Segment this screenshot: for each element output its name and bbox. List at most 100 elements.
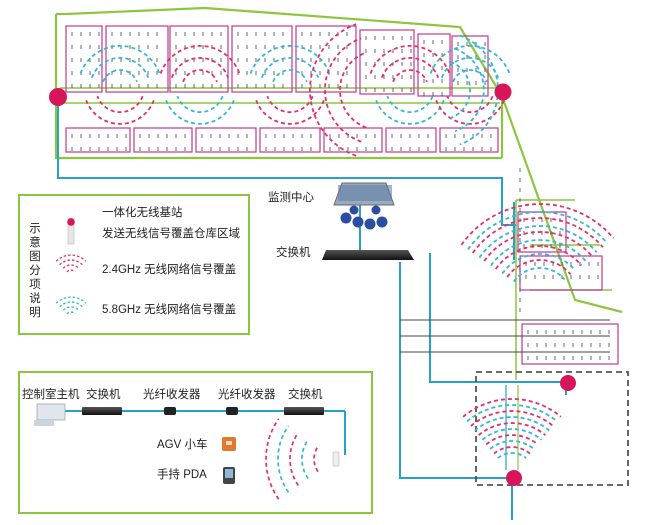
- data-lines: [400, 319, 610, 353]
- base-stations: [49, 83, 576, 486]
- warehouse-outline: [54, 6, 623, 314]
- bottom-signal-arc: [265, 418, 280, 500]
- signal-arc: [176, 95, 224, 113]
- rack-block: [519, 255, 603, 291]
- bottom-signal-arc: [289, 432, 299, 486]
- signal-arc: [386, 95, 434, 113]
- signal-arc: [466, 404, 558, 423]
- signal-arc: [454, 47, 485, 133]
- fiber-1-label: 光纤收发器: [143, 389, 201, 401]
- legend-arc: [55, 254, 87, 262]
- signal-arc: [90, 57, 150, 79]
- control-host-label: 控制室主机: [22, 389, 80, 401]
- signal-arc: [497, 452, 527, 459]
- fiber-transceiver-icon: [226, 407, 238, 415]
- signal-arc: [478, 225, 598, 259]
- signal-arc: [495, 245, 583, 270]
- base-station-icon: [560, 375, 576, 391]
- agv-icon: [222, 437, 236, 451]
- bottom-signal-coverage: [265, 418, 319, 500]
- main-switch-label: 交换机: [276, 247, 311, 259]
- rack-block: [105, 25, 169, 93]
- server-rack-icon: [333, 182, 395, 230]
- switch-1-label: 交换机: [86, 389, 121, 401]
- access-point-icon: [332, 451, 340, 467]
- signal-arc: [478, 422, 546, 436]
- base-station-icon: [494, 83, 512, 101]
- legend-box: [18, 194, 250, 335]
- rack-block: [439, 127, 499, 153]
- base-station-icon: [506, 470, 522, 486]
- signal-arc: [369, 44, 451, 74]
- signal-arc: [79, 44, 161, 74]
- pda-label: 手持 PDA: [157, 469, 207, 481]
- signal-arc: [392, 69, 428, 83]
- legend-2-4ghz-label: 2.4GHz 无线网络信号覆盖: [102, 264, 237, 276]
- signal-arc: [452, 69, 488, 83]
- signal-coverage: [79, 23, 615, 459]
- monitor-center-label: 监测中心: [268, 192, 314, 204]
- legend-side-title: 示意图分项说明: [29, 223, 41, 319]
- signal-arc: [380, 57, 440, 79]
- signal-arc: [272, 69, 308, 83]
- signal-arc: [493, 446, 531, 455]
- signal-arc: [481, 428, 543, 441]
- legend-2-4ghz-icon: [55, 254, 87, 273]
- signal-arc: [339, 51, 367, 129]
- rack-blocks: [65, 25, 619, 365]
- legend-arc: [62, 264, 80, 269]
- bottom-chain-box: [18, 371, 373, 514]
- agv-label: AGV 小车: [157, 439, 208, 451]
- signal-arc: [102, 69, 138, 83]
- network-switch-icon: [322, 250, 414, 260]
- rack-block: [385, 127, 437, 153]
- signal-arc: [170, 57, 230, 79]
- legend-arc: [62, 306, 80, 311]
- network-switch-icon: [82, 407, 122, 415]
- signal-arc: [470, 410, 554, 427]
- signal-arc: [490, 239, 587, 267]
- bottom-signal-arc: [277, 425, 290, 493]
- rack-block: [259, 127, 321, 153]
- signal-arc: [472, 217, 604, 254]
- pda-icon: [223, 467, 235, 484]
- signal-arc: [467, 211, 609, 251]
- signal-arc: [96, 95, 144, 113]
- rack-block: [195, 127, 257, 153]
- legend-base-station-title: 一体化无线基站: [102, 207, 183, 219]
- rack-block: [65, 127, 131, 153]
- signal-arc: [266, 95, 314, 113]
- signal-arc: [489, 440, 535, 450]
- signal-arc: [159, 44, 241, 74]
- fiber-2-label: 光纤收发器: [218, 389, 276, 401]
- signal-arc: [501, 253, 576, 275]
- rack-block: [323, 127, 383, 153]
- signal-arc: [485, 434, 539, 446]
- signal-arc: [309, 23, 357, 157]
- signal-arc: [449, 60, 471, 120]
- signal-arc: [435, 99, 505, 125]
- legend-arc: [55, 296, 87, 304]
- outdoor-area-lines: [505, 385, 519, 470]
- legend-5-8ghz-icon: [55, 296, 87, 315]
- signal-arc: [182, 69, 218, 83]
- signal-arc: [513, 267, 566, 283]
- legend-arc: [66, 311, 76, 315]
- switch-2-label: 交换机: [288, 389, 323, 401]
- rack-block: [231, 25, 293, 93]
- signal-arc: [429, 44, 511, 74]
- signal-arc: [375, 99, 445, 125]
- rack-block: [521, 323, 619, 365]
- legend-arc: [59, 301, 83, 308]
- signal-arc: [85, 99, 155, 125]
- signal-arc: [474, 416, 550, 432]
- legend-arc: [59, 259, 83, 266]
- legend-arc: [66, 269, 76, 273]
- legend-base-station-icon: [67, 217, 75, 245]
- rack-block: [133, 127, 193, 153]
- bottom-signal-arc: [301, 439, 309, 479]
- fiber-transceiver-icon: [164, 407, 176, 415]
- rack-block: [169, 25, 229, 93]
